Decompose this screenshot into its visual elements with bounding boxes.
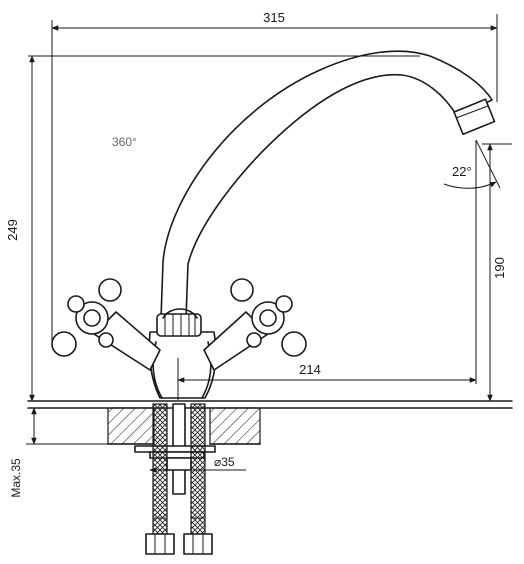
aerator xyxy=(453,98,496,136)
mounting-assembly xyxy=(134,403,216,555)
dimension-counter-thickness: Max.35 xyxy=(9,407,108,498)
swivel-nut xyxy=(156,313,202,337)
hose-right-nut xyxy=(183,533,213,555)
handle-knob-upperright xyxy=(275,295,293,313)
handle-knob-top xyxy=(98,278,122,302)
handle-knob-top xyxy=(230,278,254,302)
handle-knob-lowerleft xyxy=(246,332,262,348)
handle-knob-right xyxy=(281,331,307,357)
overall-height-label: 249 xyxy=(5,219,20,241)
handle-knob-upperleft xyxy=(67,295,85,313)
handle-right xyxy=(203,278,307,371)
countertop xyxy=(27,400,513,445)
mounting-nut xyxy=(166,457,192,471)
spout-tilt-annotation: 22° xyxy=(443,139,501,189)
hose-left xyxy=(152,403,168,541)
spout-reach-label: 214 xyxy=(299,362,321,377)
hose-left-nut xyxy=(145,533,175,555)
dimension-overall-reach: 315 xyxy=(51,10,498,345)
handle-knob-lowerright xyxy=(98,332,114,348)
overall-reach-label: 315 xyxy=(263,10,285,25)
hole-diameter-label: ⌀35 xyxy=(214,455,235,469)
counter-section-right xyxy=(209,407,261,445)
rotation-angle-label: 360° xyxy=(112,135,137,149)
max-thickness-label: Max.35 xyxy=(9,458,23,498)
dimension-hole-diameter: ⌀35 xyxy=(149,455,246,473)
spout-tilt-label: 22° xyxy=(452,164,472,179)
handle-knob-left xyxy=(51,331,77,357)
dimension-overall-height: 249 xyxy=(5,55,420,402)
spout-height-label: 190 xyxy=(492,257,507,279)
spout xyxy=(160,50,496,319)
hose-right xyxy=(190,403,206,541)
handle-left xyxy=(51,278,161,371)
counter-section-left xyxy=(107,407,155,445)
dimension-spout-reach: 214 xyxy=(177,140,477,400)
